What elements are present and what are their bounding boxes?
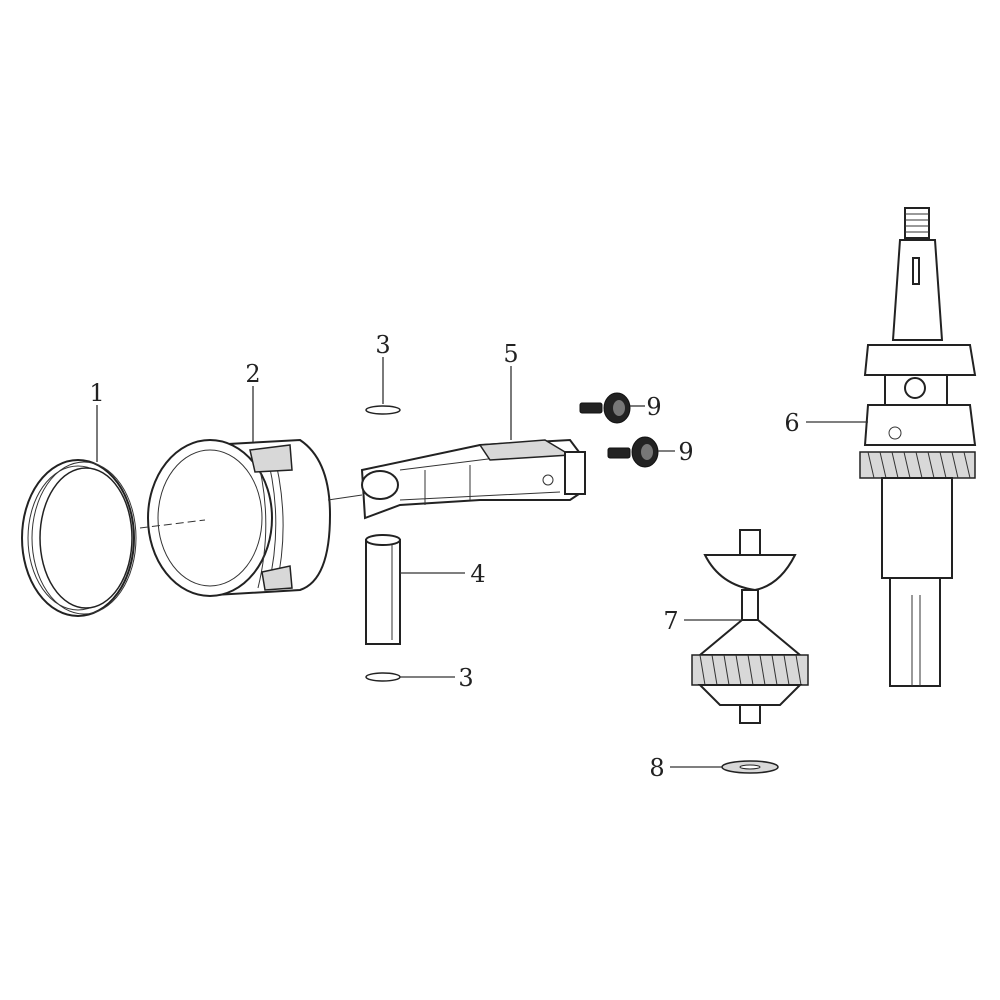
bolt-top-part [579,392,631,424]
callout-6: 6 [784,409,799,437]
callout-3-top: 3 [375,331,390,359]
circlip-top-part [365,405,401,415]
callout-1: 1 [89,379,104,407]
callout-4: 4 [470,560,485,588]
callout-7: 7 [663,607,678,635]
piston-ring-part [21,459,137,617]
callout-9b: 9 [678,438,693,466]
governor-gear-part [691,529,809,724]
callout-9a: 9 [646,393,661,421]
callout-3-bottom: 3 [458,664,473,692]
washer-part [721,760,779,774]
callout-2: 2 [245,360,260,388]
callout-8: 8 [649,754,664,782]
bolt-bottom-part [607,436,659,468]
crankshaft-part [859,207,977,687]
piston-pin-part [365,534,401,645]
piston-part [139,438,363,597]
connecting-rod-part [360,438,586,520]
circlip-bottom-part [365,672,401,682]
callout-5: 5 [503,340,518,368]
